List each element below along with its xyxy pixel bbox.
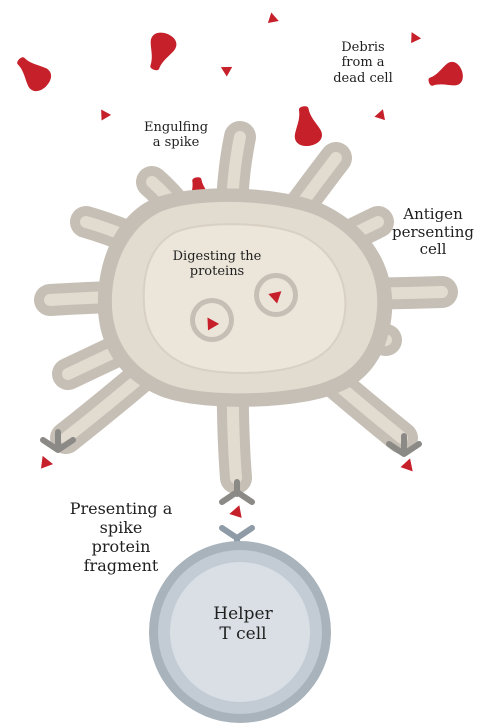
vesicle — [190, 298, 234, 342]
cell-cytoplasm-core — [144, 224, 346, 373]
protein-fragment — [399, 458, 416, 475]
spike-protein — [10, 50, 56, 96]
label-debris: Debris from a dead cell — [318, 40, 408, 86]
label-antigen-presenting-cell: Antigen persenting cell — [390, 206, 476, 259]
protein-fragment — [374, 107, 389, 122]
label-helper-t-cell: Helper T cell — [196, 604, 290, 644]
protein-fragment — [221, 63, 235, 77]
label-engulfing: Engulfing a spike — [124, 120, 228, 151]
spike-protein — [142, 29, 180, 74]
protein-fragment — [409, 32, 422, 45]
antigen-presenting-cell — [50, 137, 442, 478]
label-presenting: Presenting a spike protein fragment — [58, 500, 184, 576]
protein-fragment — [38, 456, 54, 472]
spike-protein — [425, 59, 466, 93]
protein-fragment — [229, 503, 246, 520]
protein-fragment — [266, 12, 281, 27]
protein-fragment — [99, 109, 112, 122]
label-digesting: Digesting the proteins — [158, 249, 276, 280]
spike-protein — [290, 104, 324, 148]
